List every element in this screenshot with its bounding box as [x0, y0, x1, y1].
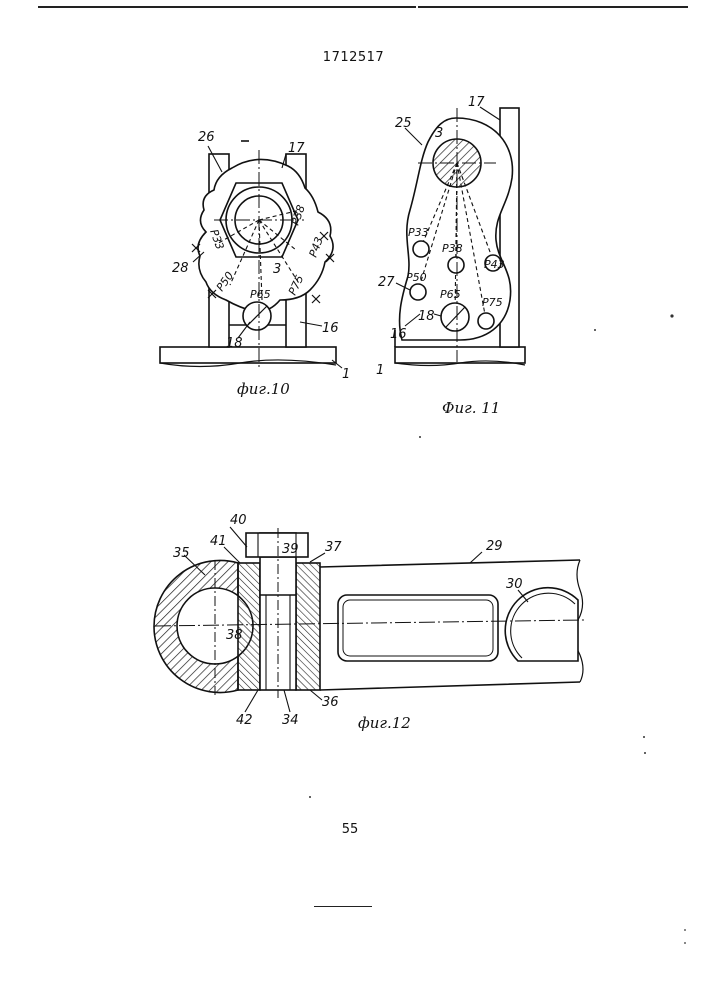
fig11-label-p50: P50: [406, 271, 427, 284]
fig12-cap-40: [246, 533, 308, 557]
fig12-label-37: 37: [325, 540, 342, 555]
fig10-label-17: 17: [288, 141, 305, 156]
fig12-label-42: 42: [236, 713, 253, 728]
fig12-slot: [338, 595, 498, 661]
fig12-bushing-left: [238, 563, 260, 690]
fig10-label-28: 28: [172, 261, 189, 276]
fig10-caption: фиг.10: [237, 380, 290, 398]
fig11-label-p33: P33: [408, 226, 429, 239]
fig11-label-p38: P38: [442, 242, 463, 255]
fig11-caption: Фиг. 11: [442, 399, 500, 417]
fig12-label-38: 38: [226, 628, 243, 643]
fig12-label-34: 34: [282, 713, 299, 728]
fig12-slot-inner: [343, 600, 493, 656]
fig10-label-1: 1: [342, 367, 350, 382]
fig11-label-3: 3: [435, 126, 443, 141]
fig10-label-p65: P65: [250, 288, 271, 301]
fig12-label-39: 39: [282, 542, 299, 557]
fig11-label-18: 18: [418, 309, 435, 324]
bottom-rule: [314, 906, 372, 907]
fig10-label-3: 3: [273, 262, 281, 277]
fig11-label-17: 17: [468, 95, 485, 110]
fig11-base-plate: [395, 347, 525, 363]
fig11-label-p43: P43: [484, 258, 505, 271]
fig12-label-29: 29: [486, 539, 503, 554]
fig11-label-1: 1: [376, 363, 384, 378]
fig10-label-18: 18: [226, 336, 243, 351]
fig11-label-p75: P75: [482, 296, 503, 309]
fig12-label-35: 35: [173, 546, 190, 561]
fig11-hole-p50: [410, 284, 426, 300]
fig11-hole-p75: [478, 313, 494, 329]
page-number: 55: [330, 822, 370, 837]
fig12-caption: фиг.12: [358, 714, 411, 732]
fig12-label-30: 30: [506, 577, 523, 592]
figure-12: [154, 527, 585, 712]
fig12-label-40: 40: [230, 513, 247, 528]
fig12-label-36: 36: [322, 695, 339, 710]
fig11-label-27: 27: [378, 275, 395, 290]
fig11-hole-p38: [448, 257, 464, 273]
fig11-label-16: 16: [390, 327, 407, 342]
fig11-label-p65: P65: [440, 288, 461, 301]
fig11-hole-p33: [413, 241, 429, 257]
fig10-label-16: 16: [322, 321, 339, 336]
fig11-label-25: 25: [395, 116, 412, 131]
fig12-bushing-right: [296, 563, 320, 690]
fig10-base-plate: [160, 347, 336, 363]
fig12-label-41: 41: [210, 534, 227, 549]
fig10-label-26: 26: [198, 130, 215, 145]
